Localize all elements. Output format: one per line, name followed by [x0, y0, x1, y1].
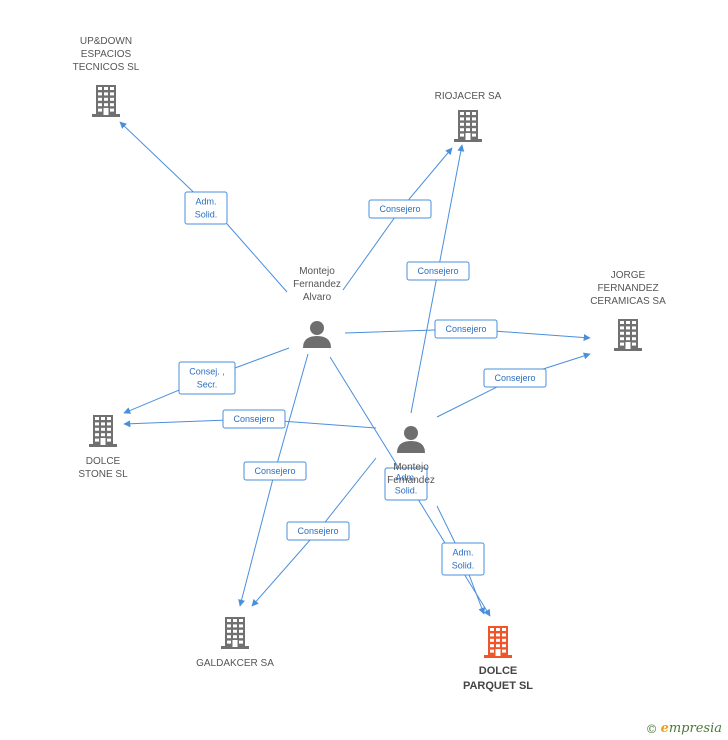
- edge-label[interactable]: Consejero: [483, 368, 547, 388]
- node-label: Fernandez: [387, 475, 435, 486]
- node-parquet[interactable]: DOLCE PARQUET SL: [463, 626, 533, 692]
- node-label: CERAMICAS SA: [590, 296, 666, 307]
- node-label: TECNICOS SL: [73, 62, 140, 73]
- node-riojacer[interactable]: RIOJACER SA: [435, 91, 502, 142]
- edge-label-box: [243, 461, 307, 481]
- node-label: FERNANDEZ: [597, 283, 658, 294]
- edge-label-text: Solid.: [452, 561, 475, 571]
- node-label: Fernandez: [293, 279, 341, 290]
- node-label: UP&DOWN: [80, 36, 132, 47]
- edge-label-text: Adm.: [452, 548, 473, 558]
- edge-label-text: Consejero: [233, 414, 274, 424]
- edge-label-box: [178, 361, 236, 395]
- node-label: Alvaro: [303, 292, 332, 303]
- node-label: GALDAKCER SA: [196, 658, 274, 669]
- person-icon: [397, 426, 425, 453]
- edge-label-text: Solid.: [395, 486, 418, 496]
- node-label: STONE SL: [78, 469, 128, 480]
- edge-label[interactable]: Consejero: [406, 261, 470, 281]
- node-label: DOLCE: [86, 456, 121, 467]
- node-dolcestone[interactable]: DOLCE STONE SL: [78, 415, 128, 480]
- edge-label[interactable]: Consej. , Secr.: [178, 361, 236, 395]
- edge-label[interactable]: Adm. Solid.: [184, 191, 228, 225]
- edge-label[interactable]: Adm. Solid.: [441, 542, 485, 576]
- empresia-logo[interactable]: © empresia: [646, 721, 722, 736]
- copyright-symbol: ©: [645, 721, 658, 736]
- building-icon: [221, 617, 249, 649]
- brand-name: mpresia: [668, 721, 722, 736]
- edge-label-text: Adm.: [395, 473, 416, 483]
- edge-line: [119, 121, 288, 293]
- edge-label-box: [184, 191, 228, 225]
- building-icon: [614, 319, 642, 351]
- node-label: JORGE: [611, 270, 646, 281]
- building-icon: [454, 110, 482, 142]
- node-label: PARQUET SL: [463, 680, 533, 692]
- node-label: RIOJACER SA: [435, 91, 502, 102]
- edge-label-text: Consej. ,: [189, 367, 225, 377]
- node-label: Montejo: [393, 462, 429, 473]
- edge-label-box: [483, 368, 547, 388]
- edge-label[interactable]: Consejero: [368, 199, 432, 219]
- edge-label-text: Consejero: [297, 526, 338, 536]
- edge-label-text: Consejero: [494, 373, 535, 383]
- edge-label-text: Adm.: [195, 197, 216, 207]
- node-label: DOLCE: [479, 665, 518, 677]
- building-icon: [484, 626, 512, 658]
- edge-label-box: [441, 542, 485, 576]
- person-icon: [303, 321, 331, 348]
- edge-label-box: [384, 467, 428, 501]
- edge-label-text: Consejero: [417, 266, 458, 276]
- node-jorge[interactable]: JORGE FERNANDEZ CERAMICAS SA: [590, 270, 666, 351]
- edge-label-text: Secr.: [197, 380, 218, 390]
- building-icon: [89, 415, 117, 447]
- edge-label-box: [406, 261, 470, 281]
- edge-label-text: Consejero: [254, 466, 295, 476]
- node-updown[interactable]: UP&DOWN ESPACIOS TECNICOS SL: [73, 36, 140, 117]
- building-icon: [92, 85, 120, 117]
- edge-label-text: Consejero: [445, 324, 486, 334]
- edge-label-text: Consejero: [379, 204, 420, 214]
- edge-label-box: [286, 521, 350, 541]
- edge-label-box: [368, 199, 432, 219]
- edge-label[interactable]: Consejero: [434, 319, 498, 339]
- edge-label-box: [434, 319, 498, 339]
- edge-label[interactable]: Consejero: [286, 521, 350, 541]
- edge-label[interactable]: Adm. Solid.: [384, 467, 428, 501]
- node-label: Montejo: [299, 266, 335, 277]
- edge-label-box: [222, 409, 286, 429]
- edge-label[interactable]: Consejero: [222, 409, 286, 429]
- node-label: ESPACIOS: [81, 49, 132, 60]
- node-galdakcer[interactable]: GALDAKCER SA: [196, 617, 274, 669]
- brand-initial: e: [660, 721, 669, 736]
- edge-label[interactable]: Consejero: [243, 461, 307, 481]
- edge-label-text: Solid.: [195, 210, 218, 220]
- nodes-layer: UP&DOWN ESPACIOS TECNICOS SL RIOJACER SA JOR…: [73, 36, 666, 692]
